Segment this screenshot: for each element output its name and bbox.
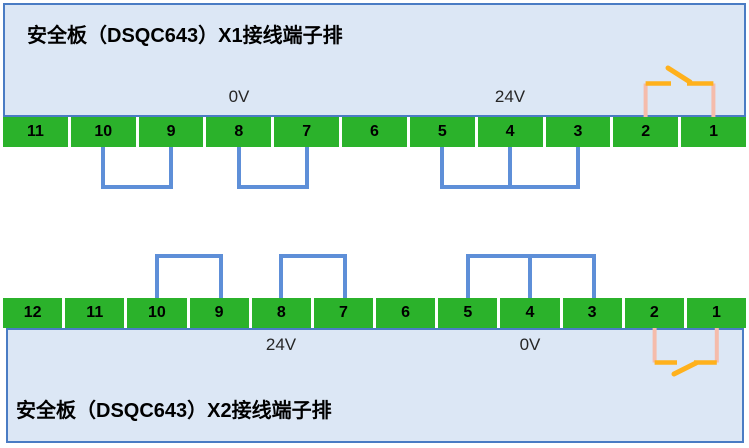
x2-terminal-8: 8 [251, 298, 311, 328]
switch-blade [665, 65, 693, 85]
x1-terminal-8: 8 [206, 117, 272, 147]
x2-terminal-1: 1 [686, 298, 747, 328]
x1-terminal-11: 11 [3, 117, 68, 147]
x2-terminal-11: 11 [65, 298, 125, 328]
x2-terminal-10: 10 [127, 298, 187, 328]
switch-blade [671, 360, 699, 377]
x2-board-panel: 安全板（DSQC643）X2接线端子排 [6, 328, 744, 443]
x1-terminal-6: 6 [342, 117, 407, 147]
x2-terminal-12: 12 [3, 298, 63, 328]
x2-24v-label: 24V [265, 335, 297, 354]
x2-terminal-6: 6 [376, 298, 436, 328]
x2-terminal-7: 7 [313, 298, 374, 328]
x2-panel-title: 安全板（DSQC643）X2接线端子排 [16, 400, 332, 422]
x1-jumper-10-9 [101, 147, 173, 189]
x1-terminal-3: 3 [545, 117, 611, 147]
x2-terminal-5: 5 [438, 298, 498, 328]
x2-jumper-8-7 [279, 254, 347, 298]
x1-jumper-4-tap [508, 147, 512, 189]
x1-terminal-9: 9 [138, 117, 204, 147]
x1-switch-symbol [643, 65, 716, 117]
x1-jumper-8-7 [237, 147, 309, 189]
x2-terminal-9: 9 [189, 298, 249, 328]
x2-0v-label: 0V [519, 335, 541, 354]
x1-terminal-2: 2 [613, 117, 679, 147]
x1-terminal-1: 1 [681, 117, 746, 147]
x2-jumper-10-9 [155, 254, 223, 298]
x1-terminal-5: 5 [409, 117, 475, 147]
x1-terminal-4: 4 [477, 117, 543, 147]
x2-terminal-2: 2 [624, 298, 684, 328]
x1-0v-label: 0V [228, 87, 250, 106]
x1-terminal-10: 10 [70, 117, 136, 147]
x2-switch-symbol [652, 328, 719, 377]
x1-24v-label: 24V [494, 87, 526, 106]
x1-board-panel: 安全板（DSQC643）X1接线端子排 [3, 3, 746, 117]
x2-terminal-4: 4 [500, 298, 560, 328]
x2-jumper-4-tap [528, 254, 532, 298]
x1-panel-title: 安全板（DSQC643）X1接线端子排 [27, 25, 343, 47]
x2-terminal-3: 3 [562, 298, 622, 328]
x1-terminal-7: 7 [274, 117, 340, 147]
